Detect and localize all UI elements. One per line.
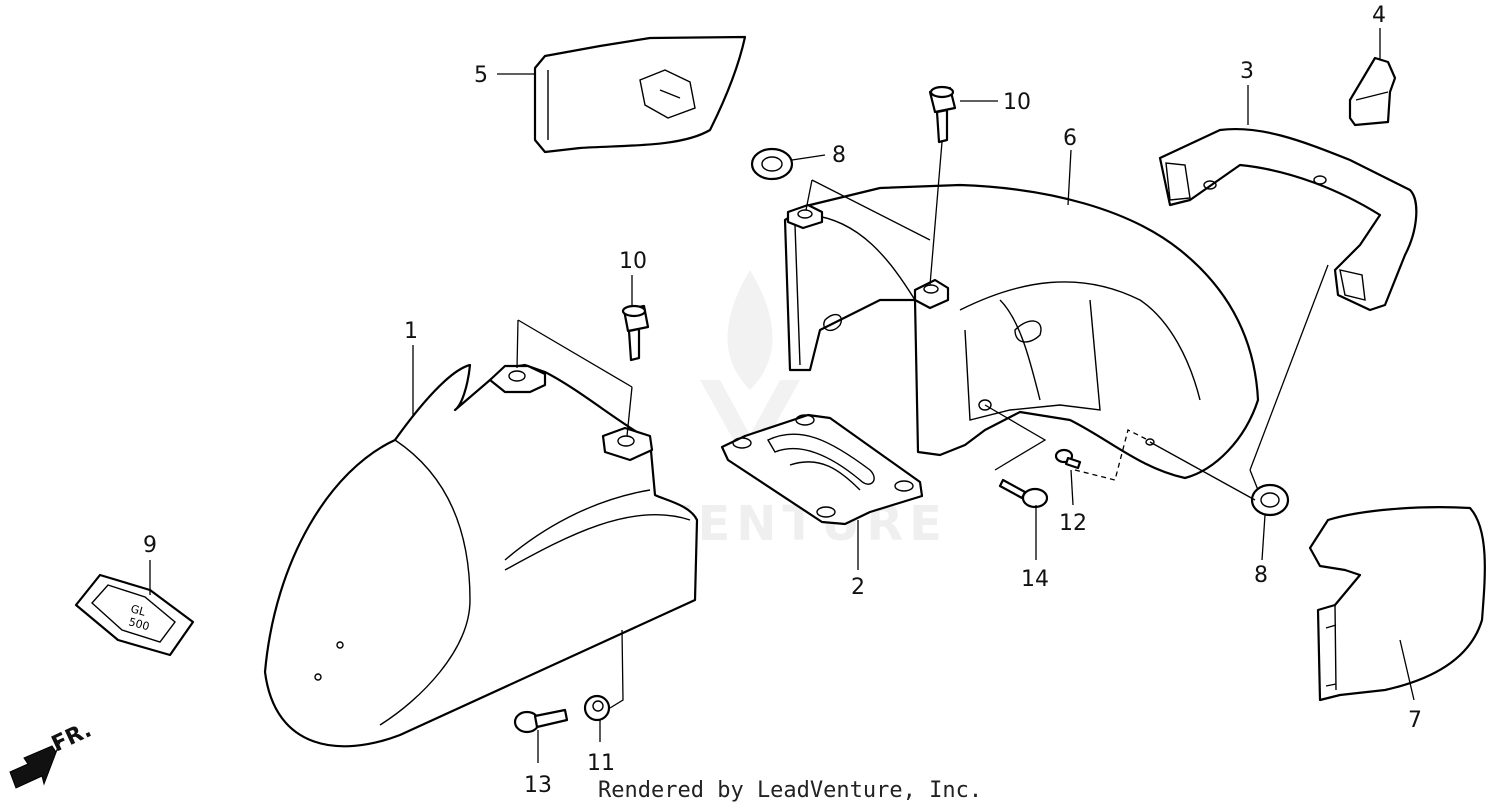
callout-10-left[interactable]: 10: [619, 249, 647, 274]
callout-7[interactable]: 7: [1408, 708, 1422, 733]
emblem-text-top: GL: [129, 602, 147, 619]
render-credit: Rendered by LeadVenture, Inc.: [598, 778, 983, 803]
part-10-bolt-left[interactable]: [621, 304, 650, 362]
part-12-screw[interactable]: [1054, 448, 1082, 470]
callout-8-top[interactable]: 8: [832, 143, 846, 168]
part-2-fender-bracket[interactable]: [720, 413, 924, 526]
callout-14[interactable]: 14: [1021, 567, 1049, 592]
part-7-rear-side-cover[interactable]: [1308, 506, 1486, 702]
callout-4[interactable]: 4: [1372, 3, 1386, 28]
leader-lines: [149, 28, 1415, 763]
part-3-grab-handle[interactable]: [1158, 127, 1418, 312]
part-10-bolt-top[interactable]: [928, 85, 957, 144]
part-11-nut[interactable]: [583, 694, 611, 722]
part-8-grommet-bottom[interactable]: [1250, 483, 1290, 517]
emblem-text-bottom: 500: [127, 615, 151, 633]
part-1-front-fender[interactable]: [263, 363, 699, 748]
part-9-emblem[interactable]: GL 500: [74, 573, 195, 657]
front-direction-arrow: FR.: [9, 718, 95, 789]
part-8-grommet-top[interactable]: [750, 147, 794, 181]
callout-8-bottom[interactable]: 8: [1254, 563, 1268, 588]
callout-13[interactable]: 13: [524, 773, 552, 798]
direction-label: FR.: [48, 718, 95, 758]
part-13-bolt[interactable]: [513, 708, 569, 734]
callout-5[interactable]: 5: [474, 63, 488, 88]
callout-6[interactable]: 6: [1063, 126, 1077, 151]
part-4-end-cap[interactable]: [1348, 56, 1397, 127]
callout-2[interactable]: 2: [851, 575, 865, 600]
callout-labels: 1 2 3 4 5 6 7 8 8 9 10 10 11 12 13 14: [143, 3, 1422, 798]
callout-3[interactable]: 3: [1240, 59, 1254, 84]
part-14-bolt[interactable]: [998, 478, 1049, 509]
callout-10-top[interactable]: 10: [1003, 90, 1031, 115]
callout-12[interactable]: 12: [1059, 511, 1087, 536]
callout-11[interactable]: 11: [587, 751, 615, 776]
part-6-rear-fender[interactable]: [783, 183, 1260, 480]
callout-1[interactable]: 1: [404, 319, 418, 344]
arrow-icon: [9, 741, 61, 789]
part-5-side-cover[interactable]: [533, 35, 747, 154]
callout-9[interactable]: 9: [143, 533, 157, 558]
